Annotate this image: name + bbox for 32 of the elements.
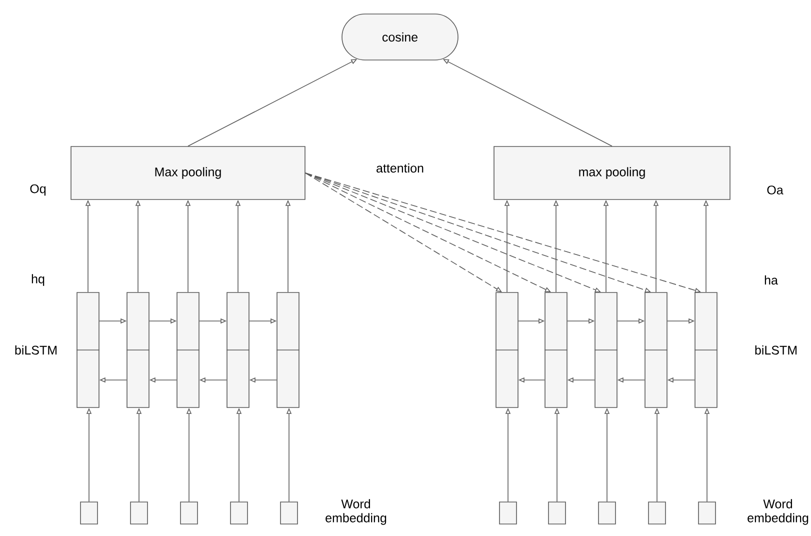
input-label: Word embedding [326, 499, 386, 525]
lstm-cell [544, 292, 568, 408]
layer-label: biLSTM [15, 345, 57, 355]
lstm-cell [226, 292, 250, 408]
embedding-box [548, 502, 566, 524]
lstm-cell [176, 292, 200, 408]
embedding-box [648, 502, 666, 524]
embedding-box [698, 502, 716, 524]
embedding-box [80, 502, 98, 524]
pooling-box: max pooling [494, 146, 730, 200]
embedding-box [180, 502, 198, 524]
embedding-box [499, 502, 517, 524]
embedding-box [598, 502, 616, 524]
lstm-cell [276, 292, 300, 408]
lstm-cell [694, 292, 718, 408]
input-label: Word embedding [748, 499, 808, 525]
hidden-state-label: ha [764, 275, 778, 285]
output-label: Oa [767, 186, 784, 194]
pooling-box: Max pooling [70, 146, 306, 200]
output-label: Oq [30, 184, 46, 196]
attention-label: attention [376, 163, 424, 173]
lstm-cell [126, 292, 150, 408]
embedding-box [280, 502, 298, 524]
lstm-cell [76, 292, 100, 408]
layer-label: biLSTM [755, 345, 797, 355]
lstm-cell [644, 292, 668, 408]
embedding-box [230, 502, 248, 524]
lstm-cell [594, 292, 618, 408]
output-node: cosine [342, 14, 458, 60]
embedding-box [130, 502, 148, 524]
lstm-cell [495, 292, 519, 408]
hidden-state-label: hq [32, 274, 44, 286]
